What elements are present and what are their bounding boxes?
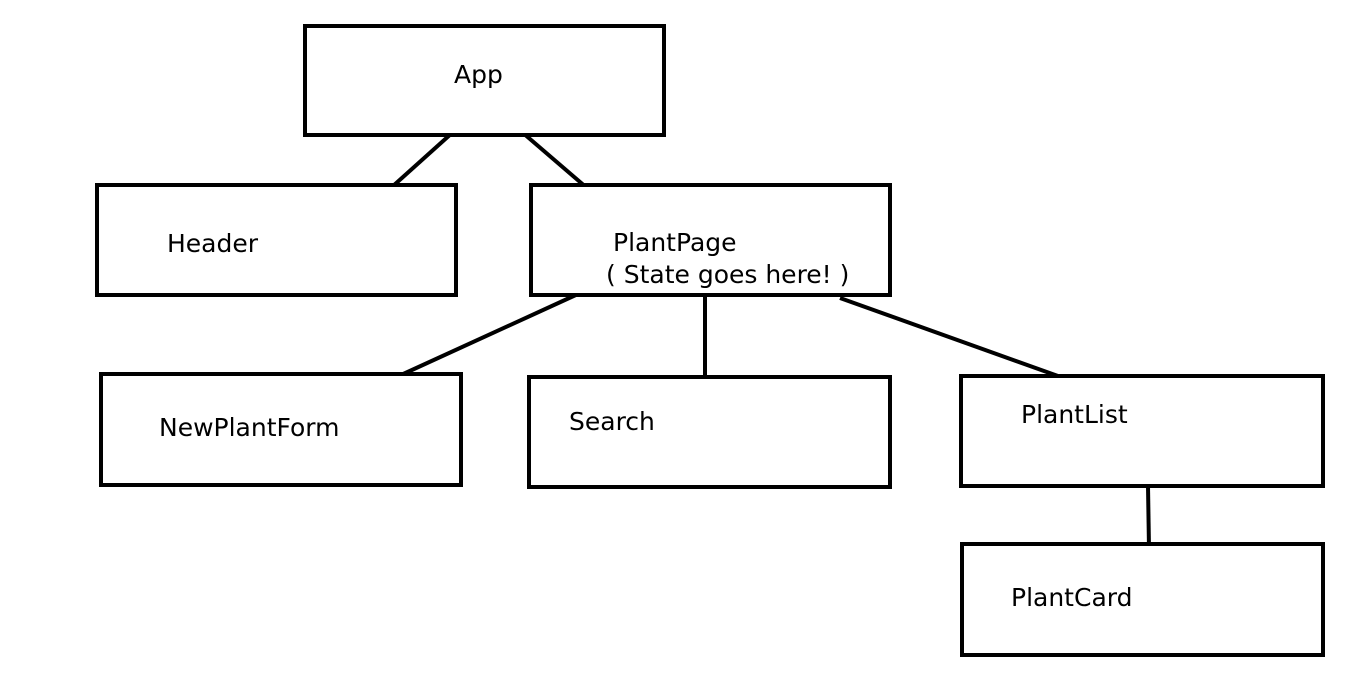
edge-plantpage-plantlist	[839, 296, 1059, 378]
node-app-label: App	[454, 60, 503, 89]
edge-app-plantpage	[521, 131, 589, 190]
node-header: Header	[95, 183, 458, 297]
node-plantlist: PlantList	[959, 374, 1325, 488]
node-search: Search	[527, 375, 892, 489]
edge-plantpage-newplantform	[400, 292, 579, 377]
node-plantlist-label: PlantList	[1021, 400, 1128, 429]
node-app: App	[303, 24, 666, 137]
edge-app-header	[391, 131, 454, 188]
node-plantpage-label: PlantPage	[613, 228, 737, 257]
node-newplantform-label: NewPlantForm	[159, 413, 340, 442]
node-plantpage: PlantPage ( State goes here! )	[529, 183, 892, 297]
node-plantpage-note: ( State goes here! )	[606, 260, 850, 289]
node-header-label: Header	[167, 229, 259, 258]
node-plantcard-label: PlantCard	[1011, 583, 1133, 612]
node-search-label: Search	[569, 407, 655, 436]
edge-plantlist-plantcard	[1146, 485, 1151, 549]
node-newplantform: NewPlantForm	[99, 372, 463, 487]
node-plantcard: PlantCard	[960, 542, 1325, 657]
